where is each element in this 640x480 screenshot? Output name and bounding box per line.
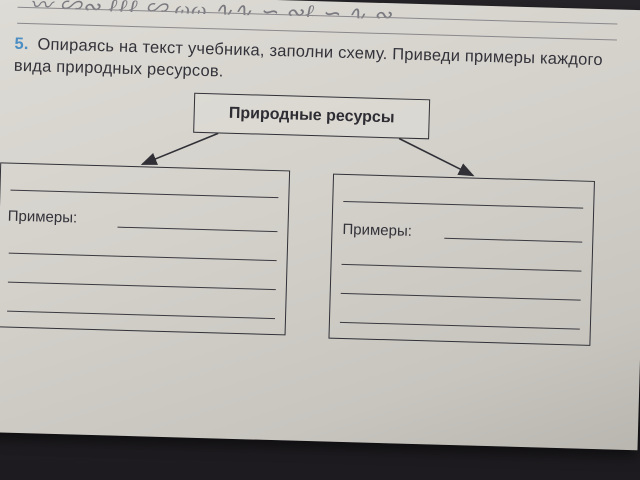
arrow-left (140, 132, 219, 166)
answer-line[interactable] (340, 292, 581, 301)
answer-line[interactable] (444, 237, 583, 243)
diagram-title: Природные ресурсы (228, 104, 395, 127)
answer-line[interactable] (341, 263, 582, 272)
diagram-arrows (140, 132, 475, 177)
examples-label-right: Примеры: (342, 220, 413, 240)
answer-line[interactable] (8, 252, 277, 262)
workbook-page: 〰 ∽∾ ℓℓℓ ∽ ωω ∿∿ ∽ ∾ℓ ∽ ∿ ∾ 5. Опираясь … (0, 0, 640, 451)
diagram-title-box: Природные ресурсы (193, 92, 431, 140)
right-resource-box: Примеры: (328, 173, 595, 346)
answer-line[interactable] (10, 189, 279, 199)
examples-label-left: Примеры: (7, 207, 78, 227)
left-resource-box: Примеры: (0, 162, 291, 336)
answer-line[interactable] (7, 281, 276, 291)
arrow-right (398, 137, 475, 177)
answer-line[interactable] (339, 321, 580, 330)
answer-line[interactable] (117, 226, 278, 233)
answer-line[interactable] (7, 310, 276, 320)
answer-line[interactable] (343, 200, 584, 209)
